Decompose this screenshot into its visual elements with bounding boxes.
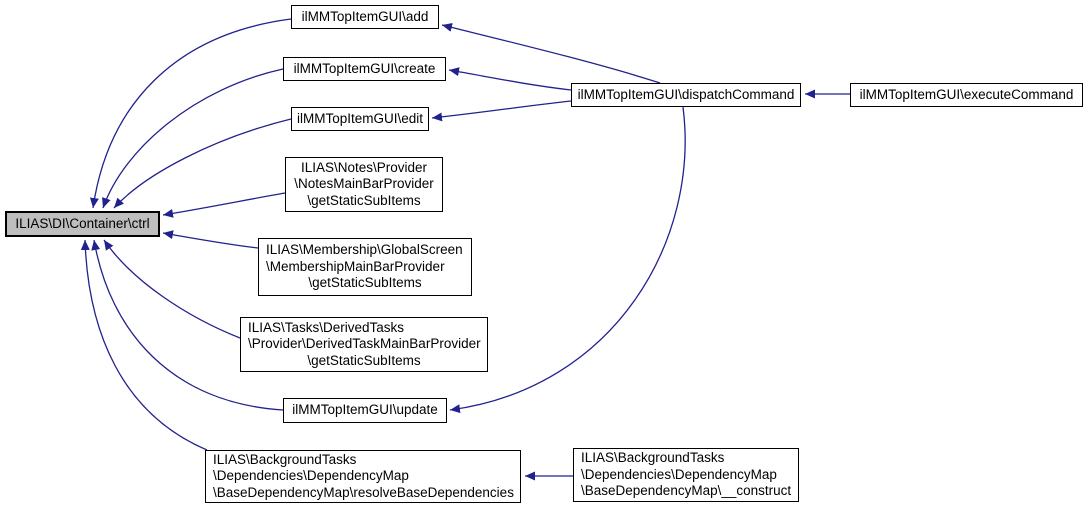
- node-label-line: ILIAS\Membership\GlobalScreen: [266, 242, 463, 258]
- edge-tasks-to-ctrl: [103, 239, 241, 339]
- edge-dispatch-to-create: [448, 67, 572, 91]
- node-label-line: \Dependencies\DependencyMap: [213, 468, 409, 484]
- node-ilmmtopitemgui-create[interactable]: ilMMTopItemGUI\create: [283, 57, 446, 81]
- node-label-line: ILIAS\Notes\Provider: [300, 159, 428, 175]
- edge-update-to-ctrl: [91, 239, 284, 411]
- node-ilmmtopitemgui-update[interactable]: ilMMTopItemGUI\update: [283, 398, 447, 423]
- edge-membership-to-ctrl: [162, 230, 259, 249]
- node-label-line: ILIAS\Tasks\DerivedTasks: [248, 319, 405, 335]
- node-label-line: ILIAS\BackgroundTasks: [213, 451, 357, 467]
- node-label: ilMMTopItemGUI\executeCommand: [859, 86, 1074, 102]
- node-membership-getstaticsubitems[interactable]: ILIAS\Membership\GlobalScreen \Membershi…: [258, 238, 472, 296]
- node-basedependencymap-construct[interactable]: ILIAS\BackgroundTasks \Dependencies\Depe…: [573, 448, 799, 502]
- node-ilias-di-container-ctrl[interactable]: ILIAS\DI\Container\ctrl: [5, 211, 160, 237]
- node-label-line: \Provider\DerivedTaskMainBarProvider: [248, 336, 481, 352]
- edge-edit-to-ctrl: [113, 118, 292, 209]
- node-label: ilMMTopItemGUI\create: [293, 60, 436, 76]
- node-ilmmtopitemgui-edit[interactable]: ilMMTopItemGUI\edit: [291, 107, 429, 131]
- edge-dispatch-to-edit: [431, 100, 572, 122]
- node-ilmmtopitemgui-dispatchcommand[interactable]: ilMMTopItemGUI\dispatchCommand: [571, 83, 801, 107]
- node-label-line: \Dependencies\DependencyMap: [581, 466, 777, 482]
- edge-create-to-ctrl: [102, 68, 284, 209]
- node-label-line: \getStaticSubItems: [307, 352, 421, 368]
- node-label-line: \MembershipMainBarProvider: [266, 258, 445, 274]
- edge-resolve-to-ctrl: [80, 239, 208, 451]
- node-label: ilMMTopItemGUI\add: [301, 8, 429, 24]
- node-label-line: \BaseDependencyMap\__construct: [581, 483, 792, 499]
- edge-notes-to-ctrl: [162, 192, 286, 218]
- node-label: ilMMTopItemGUI\update: [292, 402, 438, 418]
- node-label-line: \getStaticSubItems: [307, 192, 421, 208]
- node-ilmmtopitemgui-add[interactable]: ilMMTopItemGUI\add: [291, 5, 439, 29]
- edge-add-to-ctrl: [89, 18, 292, 209]
- node-label-line: ILIAS\BackgroundTasks: [581, 450, 725, 466]
- node-ilmmtopitemgui-executecommand[interactable]: ilMMTopItemGUI\executeCommand: [850, 83, 1083, 107]
- node-label-line: \getStaticSubItems: [308, 275, 422, 291]
- edge-dispatch-to-update: [449, 106, 686, 414]
- node-notes-getstaticsubitems[interactable]: ILIAS\Notes\Provider \NotesMainBarProvid…: [285, 157, 443, 212]
- edge-dispatch-to-add: [441, 23, 661, 84]
- node-label: ilMMTopItemGUI\dispatchCommand: [577, 86, 795, 102]
- node-label: ILIAS\DI\Container\ctrl: [15, 215, 150, 231]
- node-label-line: \BaseDependencyMap\resolveBaseDependenci…: [213, 484, 514, 500]
- node-label-line: \NotesMainBarProvider: [294, 176, 434, 192]
- node-tasks-getstaticsubitems[interactable]: ILIAS\Tasks\DerivedTasks \Provider\Deriv…: [240, 317, 488, 372]
- node-resolvebasedependencies[interactable]: ILIAS\BackgroundTasks \Dependencies\Depe…: [205, 450, 521, 503]
- node-label: ilMMTopItemGUI\edit: [296, 110, 424, 126]
